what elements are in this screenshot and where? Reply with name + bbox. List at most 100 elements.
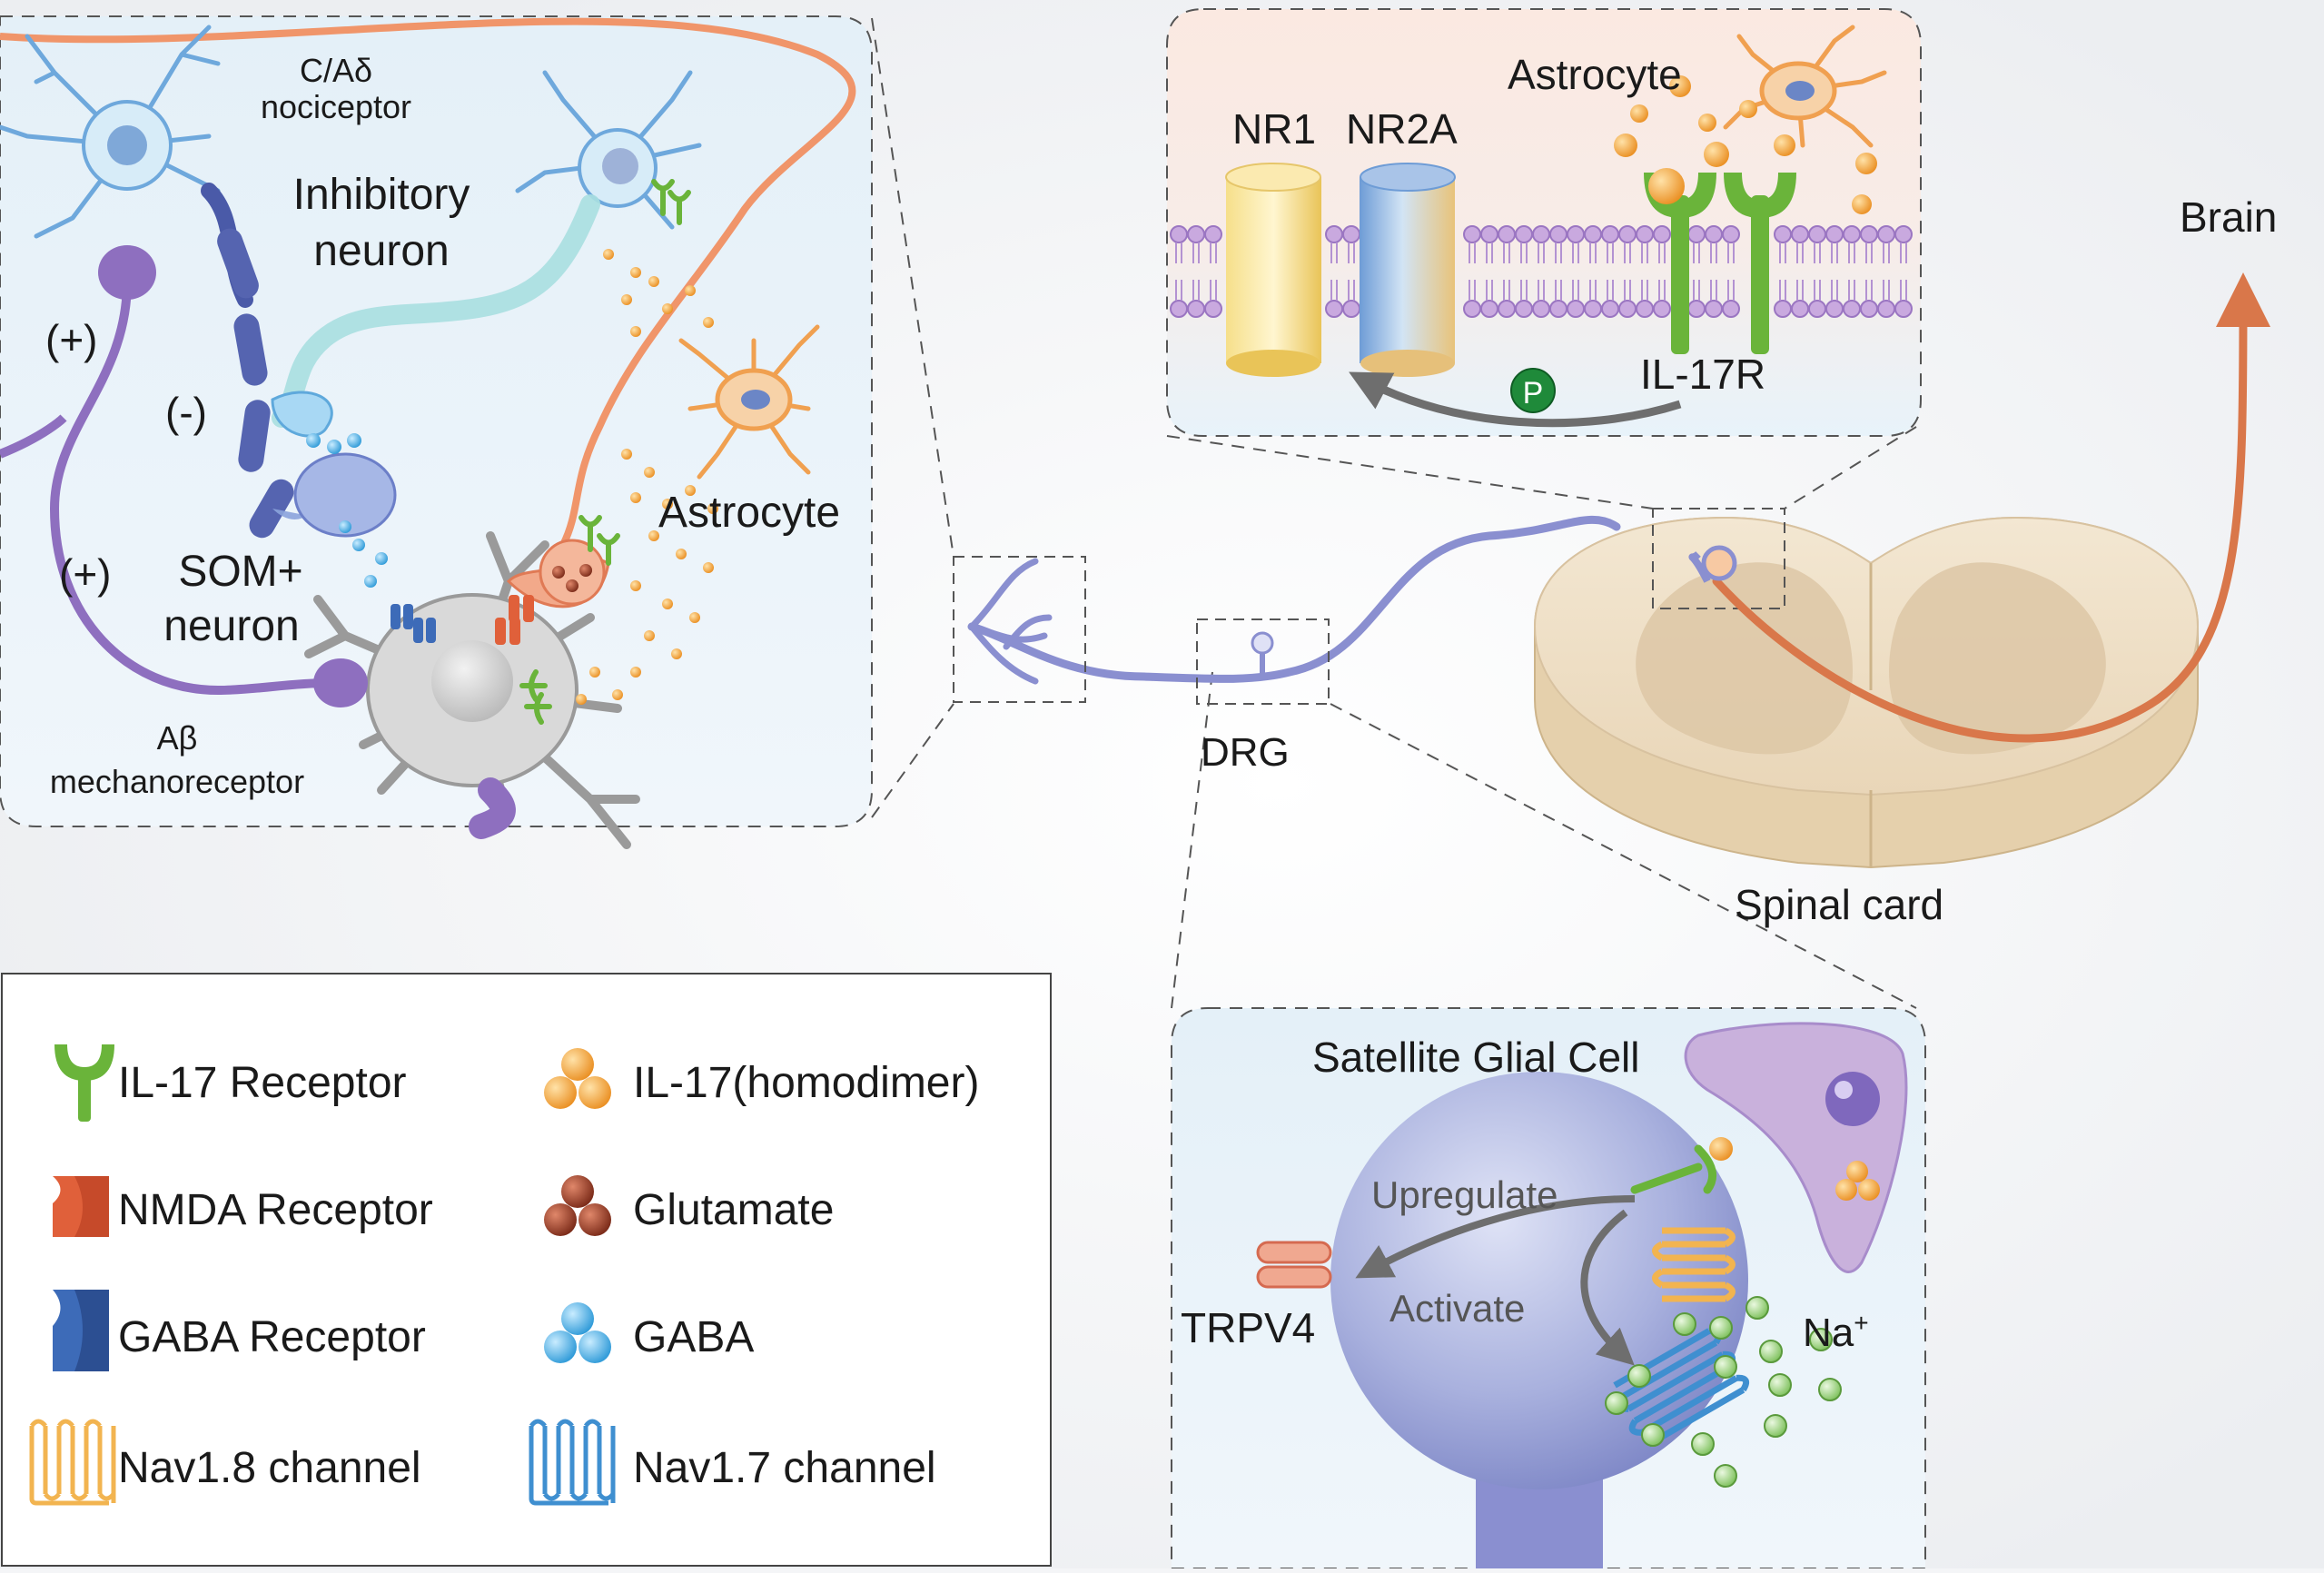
dorsal-horn-zoom-box	[1652, 508, 1785, 609]
lipid-head	[1636, 225, 1654, 243]
lipid-head	[1722, 225, 1740, 243]
lipid-head	[1480, 225, 1498, 243]
synapse-panel: P NR1 NR2A Astrocyte IL-17R	[1166, 8, 1922, 437]
lipid-tail	[1348, 280, 1355, 301]
lipid-tail	[1900, 280, 1907, 301]
mechanoreceptor	[0, 245, 368, 707]
nr1-channel	[1225, 163, 1321, 377]
lipid-head	[1791, 300, 1809, 318]
lipid-head	[1549, 225, 1567, 243]
lipid-tail	[1727, 280, 1735, 301]
lipid-head	[1894, 300, 1913, 318]
lipid-head	[1515, 300, 1533, 318]
lipid-tail	[1572, 280, 1579, 301]
lipid-head	[1877, 225, 1895, 243]
inhibitory-neuron-label-1: Inhibitory	[293, 171, 470, 219]
lipid-tail	[1796, 280, 1804, 301]
lipid-head	[1894, 225, 1913, 243]
abeta-label-1: Aβ	[157, 719, 198, 757]
gaba-vesicles	[306, 433, 388, 588]
lipid-tail	[1710, 242, 1717, 263]
lipid-tail	[1641, 280, 1648, 301]
lipid-tail	[1865, 280, 1873, 301]
phosphate-badge	[1510, 368, 1556, 413]
lipid-head	[1825, 225, 1844, 243]
lipid-head	[1325, 225, 1343, 243]
lipid-head	[1342, 225, 1360, 243]
lipid-tail	[1624, 242, 1631, 263]
lipid-head	[1567, 225, 1585, 243]
terminal-zoom-box	[953, 556, 1086, 703]
lipid-head	[1463, 225, 1481, 243]
lipid-tail	[1624, 280, 1631, 301]
lipid-tail	[1503, 242, 1510, 263]
astrocyte-left	[678, 324, 820, 480]
myelinated-axon	[217, 228, 294, 539]
lipid-head	[1567, 300, 1585, 318]
lipid-head	[1549, 300, 1567, 318]
legend-nmda-receptor-icon	[53, 1176, 109, 1237]
trpv4-label: TRPV4	[1181, 1304, 1315, 1351]
phosphate-label: P	[1523, 376, 1544, 411]
lipid-tail	[1848, 280, 1855, 301]
lipid-tail	[1831, 280, 1838, 301]
nr2a-channel	[1360, 163, 1456, 377]
legend-label-gaba: GABA	[633, 1313, 754, 1361]
lipid-tail	[1469, 280, 1476, 301]
inhibitory-terminal-lower	[293, 452, 397, 538]
spinal-cord	[1533, 516, 2200, 869]
som-neuron-label-2: neuron	[163, 602, 299, 650]
lipid-tail	[1503, 280, 1510, 301]
lipid-head	[1584, 300, 1602, 318]
nr1-label: NR1	[1232, 105, 1316, 153]
legend-label-il17-receptor: IL-17 Receptor	[118, 1059, 407, 1107]
lipid-tail	[1779, 242, 1786, 263]
lipid-head	[1170, 300, 1188, 318]
legend-label-il17-homodimer: IL-17(homodimer)	[633, 1059, 979, 1107]
lipid-tail	[1555, 280, 1562, 301]
plus-label-bottom: (+)	[59, 550, 112, 598]
lipid-tail	[1658, 242, 1666, 263]
lipid-head	[1584, 225, 1602, 243]
lipid-head	[1808, 225, 1826, 243]
lipid-tail	[1330, 280, 1338, 301]
lipid-head	[1515, 225, 1533, 243]
legend-il17-homodimer-icon	[544, 1048, 611, 1109]
lipid-head	[1687, 225, 1706, 243]
upregulate-label: Upregulate	[1371, 1173, 1558, 1216]
lipid-tail	[1693, 242, 1700, 263]
gaba-receptors	[391, 604, 436, 643]
nr2a-label: NR2A	[1346, 105, 1458, 153]
activate-label: Activate	[1389, 1287, 1525, 1330]
sodium-symbol: Na	[1803, 1311, 1854, 1355]
som-neuron-label-1: SOM+	[178, 548, 302, 596]
ascending-pathway	[1712, 295, 2248, 743]
sodium-charge: +	[1854, 1309, 1868, 1337]
lipid-head	[1653, 225, 1671, 243]
lipid-tail	[1175, 280, 1182, 301]
lipid-tail	[1589, 242, 1597, 263]
lipid-head	[1463, 300, 1481, 318]
legend-gaba-icon	[544, 1302, 611, 1363]
legend: IL-17 Receptor IL-17(homodimer) NMDA Rec…	[1, 973, 1052, 1567]
lipid-tail	[1486, 280, 1493, 301]
lipid-tail	[1520, 242, 1528, 263]
nociceptor-terminal	[506, 539, 610, 608]
lipid-tail	[1641, 242, 1648, 263]
drg-panel: Satellite Glial Cell Upregulate Activate…	[1171, 1007, 1926, 1573]
lipid-tail	[1779, 280, 1786, 301]
lipid-head	[1791, 225, 1809, 243]
lipid-tail	[1210, 280, 1217, 301]
upregulate-arrow	[1355, 1195, 1636, 1279]
satellite-glial-label: Satellite Glial Cell	[1312, 1034, 1639, 1081]
lipid-head	[1860, 300, 1878, 318]
gaba-terminal-upper	[271, 391, 333, 438]
il17-bound	[1709, 1137, 1733, 1161]
lipid-head	[1860, 225, 1878, 243]
legend-glutamate-icon	[544, 1175, 611, 1236]
brain-label: Brain	[2180, 193, 2277, 241]
lipid-head	[1722, 300, 1740, 318]
sensory-neuron	[967, 515, 1737, 685]
minus-label: (-)	[165, 389, 207, 436]
lipid-head	[1825, 300, 1844, 318]
